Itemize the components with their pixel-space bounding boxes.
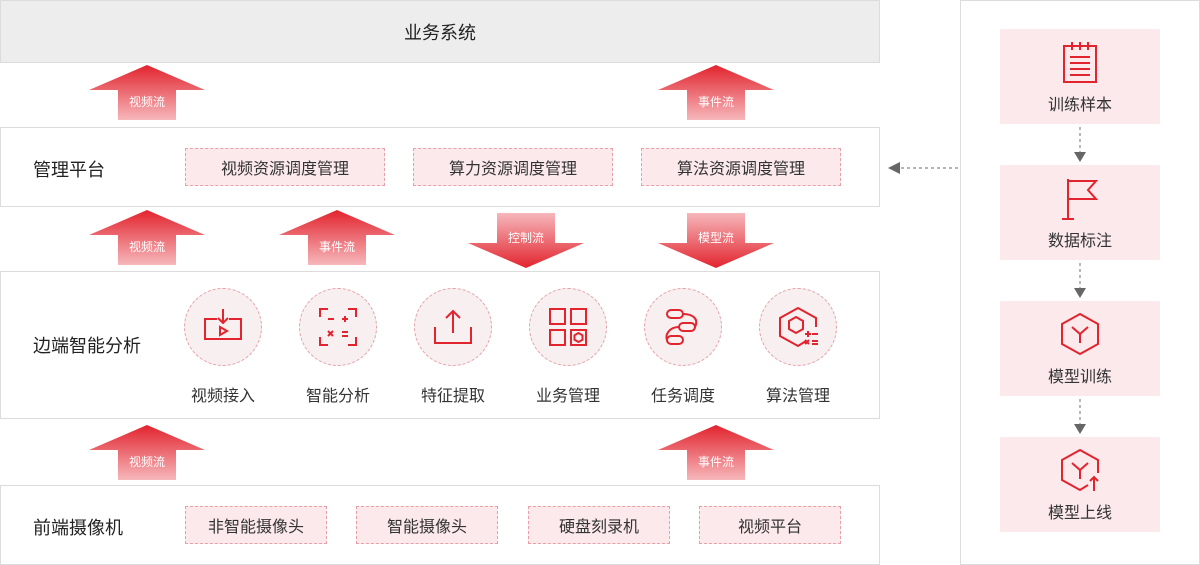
arrow-label: 视频流 (128, 455, 165, 469)
step-connector-arrow (1074, 399, 1086, 434)
arrow-label: 事件流 (318, 240, 355, 254)
step-label: 数据标注 (1047, 231, 1112, 250)
management-platform-panel: 管理平台 视频资源调度管理 算力资源调度管理 算法资源调度管理 (0, 127, 880, 207)
up-arrow-shape (658, 425, 774, 480)
workflow-icon (665, 309, 698, 345)
module-circle (759, 288, 837, 366)
management-item-video: 视频资源调度管理 (185, 148, 385, 186)
down-arrow-shape (468, 213, 584, 268)
hexagon-calc-icon (779, 306, 818, 348)
step-label: 训练样本 (1047, 95, 1112, 114)
management-platform-title: 管理平台 (33, 160, 105, 181)
smart-analysis-icon (319, 308, 357, 346)
module-label: 算法管理 (765, 386, 830, 405)
camera-item-smart: 智能摄像头 (356, 506, 498, 544)
camera-item-dvr: 硬盘刻录机 (528, 506, 670, 544)
module-circle (529, 288, 607, 366)
arrow-event-stream-up-3: 事件流 (658, 425, 774, 480)
grid-hexagon-icon (549, 308, 587, 346)
step-connector-arrow (1074, 263, 1086, 298)
arrow-label: 视频流 (128, 240, 165, 254)
module-label: 业务管理 (535, 386, 600, 405)
module-smart-analysis: 智能分析 (297, 288, 379, 406)
arrow-video-stream-up-1: 视频流 (89, 65, 205, 120)
up-arrow-shape (279, 210, 395, 265)
step-data-annotation: 数据标注 (1000, 165, 1160, 260)
arrow-control-stream-down: 控制流 (468, 213, 584, 268)
step-label: 模型训练 (1047, 367, 1112, 386)
step-model-training: 模型训练 (1000, 301, 1160, 396)
arrow-label: 视频流 (128, 95, 165, 109)
upload-tray-icon (434, 309, 472, 344)
video-import-icon (204, 309, 242, 340)
arrow-label: 事件流 (697, 95, 734, 109)
management-item-compute: 算力资源调度管理 (413, 148, 613, 186)
step-training-samples: 训练样本 (1000, 29, 1160, 124)
edge-analysis-panel: 边端智能分析 视频接入 智能分析 (0, 271, 880, 419)
arrow-label: 控制流 (507, 231, 544, 245)
module-circle (299, 288, 377, 366)
module-algorithm-management: 算法管理 (757, 288, 839, 406)
module-video-access: 视频接入 (182, 288, 264, 406)
notepad-icon (1063, 42, 1097, 83)
flag-icon (1062, 179, 1099, 220)
down-arrow-shape (658, 213, 774, 268)
management-item-algorithm: 算法资源调度管理 (641, 148, 841, 186)
model-hexagon-icon (1061, 312, 1099, 356)
module-label: 视频接入 (190, 386, 255, 405)
business-system-bar: 业务系统 (0, 0, 880, 63)
step-model-deploy: 模型上线 (1000, 437, 1160, 532)
module-label: 任务调度 (650, 386, 715, 405)
arrow-label: 模型流 (697, 231, 734, 245)
module-circle (184, 288, 262, 366)
front-camera-panel: 前端摄像机 非智能摄像头 智能摄像头 硬盘刻录机 视频平台 (0, 485, 880, 565)
module-task-scheduling: 任务调度 (642, 288, 724, 406)
module-circle (414, 288, 492, 366)
arrow-event-stream-up-1: 事件流 (658, 65, 774, 120)
arrow-event-stream-up-2: 事件流 (279, 210, 395, 265)
edge-analysis-title: 边端智能分析 (33, 336, 141, 357)
camera-item-video-platform: 视频平台 (699, 506, 841, 544)
module-label: 特征提取 (420, 386, 485, 405)
up-arrow-shape (89, 425, 205, 480)
up-arrow-shape (658, 65, 774, 120)
business-system-title: 业务系统 (404, 22, 476, 44)
up-arrow-shape (89, 65, 205, 120)
up-arrow-shape (89, 210, 205, 265)
module-label: 智能分析 (305, 386, 370, 405)
module-feature-extraction: 特征提取 (412, 288, 494, 406)
module-circle (644, 288, 722, 366)
front-camera-title: 前端摄像机 (33, 518, 123, 539)
camera-item-non-smart: 非智能摄像头 (185, 506, 327, 544)
arrow-model-stream-down: 模型流 (658, 213, 774, 268)
step-label: 模型上线 (1047, 503, 1112, 522)
arrow-label: 事件流 (697, 455, 734, 469)
arrow-video-stream-up-2: 视频流 (89, 210, 205, 265)
step-connector-arrow (1074, 127, 1086, 162)
arrow-video-stream-up-3: 视频流 (89, 425, 205, 480)
training-to-management-arrow (888, 162, 958, 174)
model-deploy-icon (1061, 448, 1099, 492)
module-business-management: 业务管理 (527, 288, 609, 406)
